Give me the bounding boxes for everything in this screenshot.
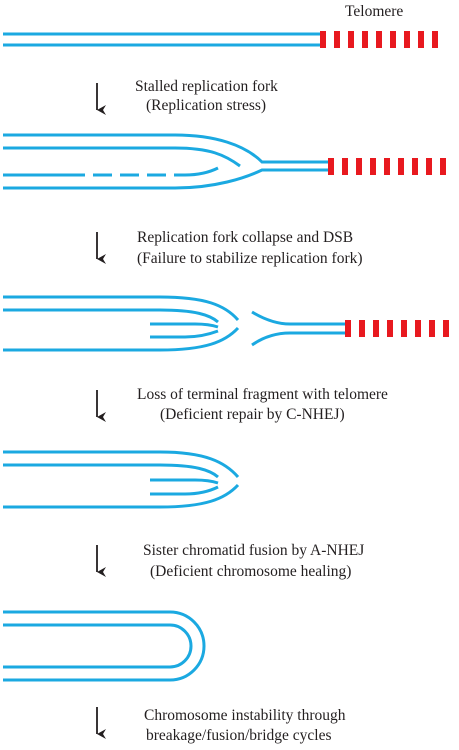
stage2-telomere xyxy=(328,158,446,175)
stage3-broken-chromatids xyxy=(3,295,240,352)
stage1-telomere xyxy=(320,31,438,48)
step1-title: Stalled replication fork xyxy=(135,78,278,95)
step2-title: Replication fork collapse and DSB xyxy=(137,229,353,246)
stage4-broken-chromatids xyxy=(3,450,240,509)
stage3-terminal-fragment xyxy=(251,310,345,347)
step3-title: Loss of terminal fragment with telomere xyxy=(137,386,388,403)
stage1-chromosome xyxy=(3,32,320,47)
step2-subtitle: (Failure to stabilize replication fork) xyxy=(137,250,363,267)
stage5-fused-chromatids xyxy=(3,610,206,682)
step4-title: Sister chromatid fusion by A-NHEJ xyxy=(143,542,364,559)
step4-subtitle: (Deficient chromosome healing) xyxy=(150,563,351,580)
step5-subtitle: breakage/fusion/bridge cycles xyxy=(146,727,332,744)
stage2-fork xyxy=(3,133,328,190)
telomere-label: Telomere xyxy=(345,3,403,20)
step1-subtitle: (Replication stress) xyxy=(146,97,266,114)
step5-title: Chromosome instability through xyxy=(144,707,346,724)
step3-subtitle: (Deficient repair by C-NHEJ) xyxy=(160,406,345,423)
stage3-telomere xyxy=(345,320,449,337)
